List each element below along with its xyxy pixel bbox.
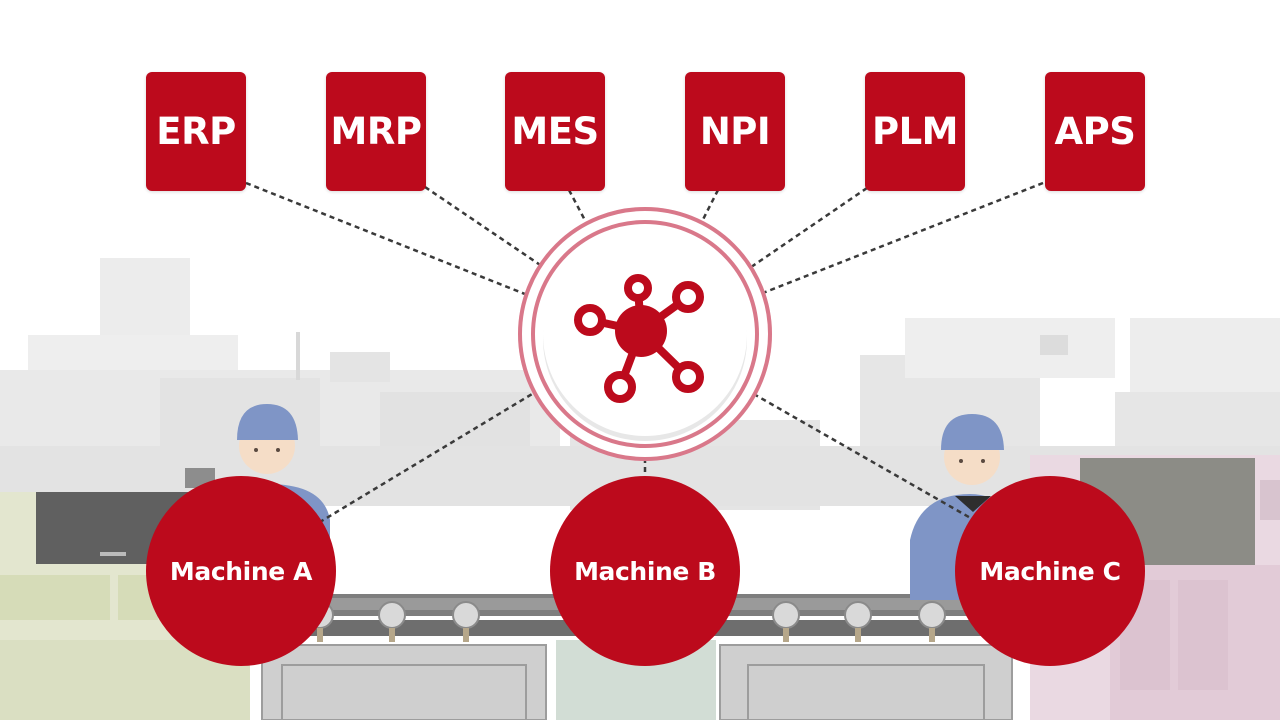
machine-label-c: Machine C [979, 556, 1121, 586]
system-label-erp: ERP [156, 110, 236, 153]
machine-node-c: Machine C [955, 476, 1145, 666]
system-box-aps: APS [1045, 72, 1145, 191]
system-box-npi: NPI [685, 72, 785, 191]
connector-plm [734, 186, 868, 280]
machine-node-b: Machine B [550, 476, 740, 666]
connector-machine-a [309, 383, 548, 530]
system-label-mrp: MRP [330, 110, 422, 153]
connector-erp [245, 181, 541, 302]
system-box-plm: PLM [865, 72, 965, 191]
connector-lines [245, 181, 1044, 530]
machine-label-b: Machine B [574, 556, 716, 586]
connector-mes [567, 189, 600, 246]
system-label-plm: PLM [871, 110, 959, 153]
connector-aps [739, 181, 1044, 304]
connector-machine-c [737, 383, 989, 530]
system-box-erp: ERP [146, 72, 246, 191]
connector-mrp [424, 185, 556, 277]
machine-label-a: Machine A [169, 556, 313, 586]
machine-node-a: Machine A [146, 476, 336, 666]
system-label-aps: APS [1054, 110, 1136, 153]
connector-npi [688, 189, 720, 246]
system-label-mes: MES [511, 110, 599, 153]
system-box-mrp: MRP [326, 72, 426, 191]
network-hub-icon [574, 274, 704, 403]
system-label-npi: NPI [699, 110, 771, 153]
system-box-mes: MES [505, 72, 605, 191]
